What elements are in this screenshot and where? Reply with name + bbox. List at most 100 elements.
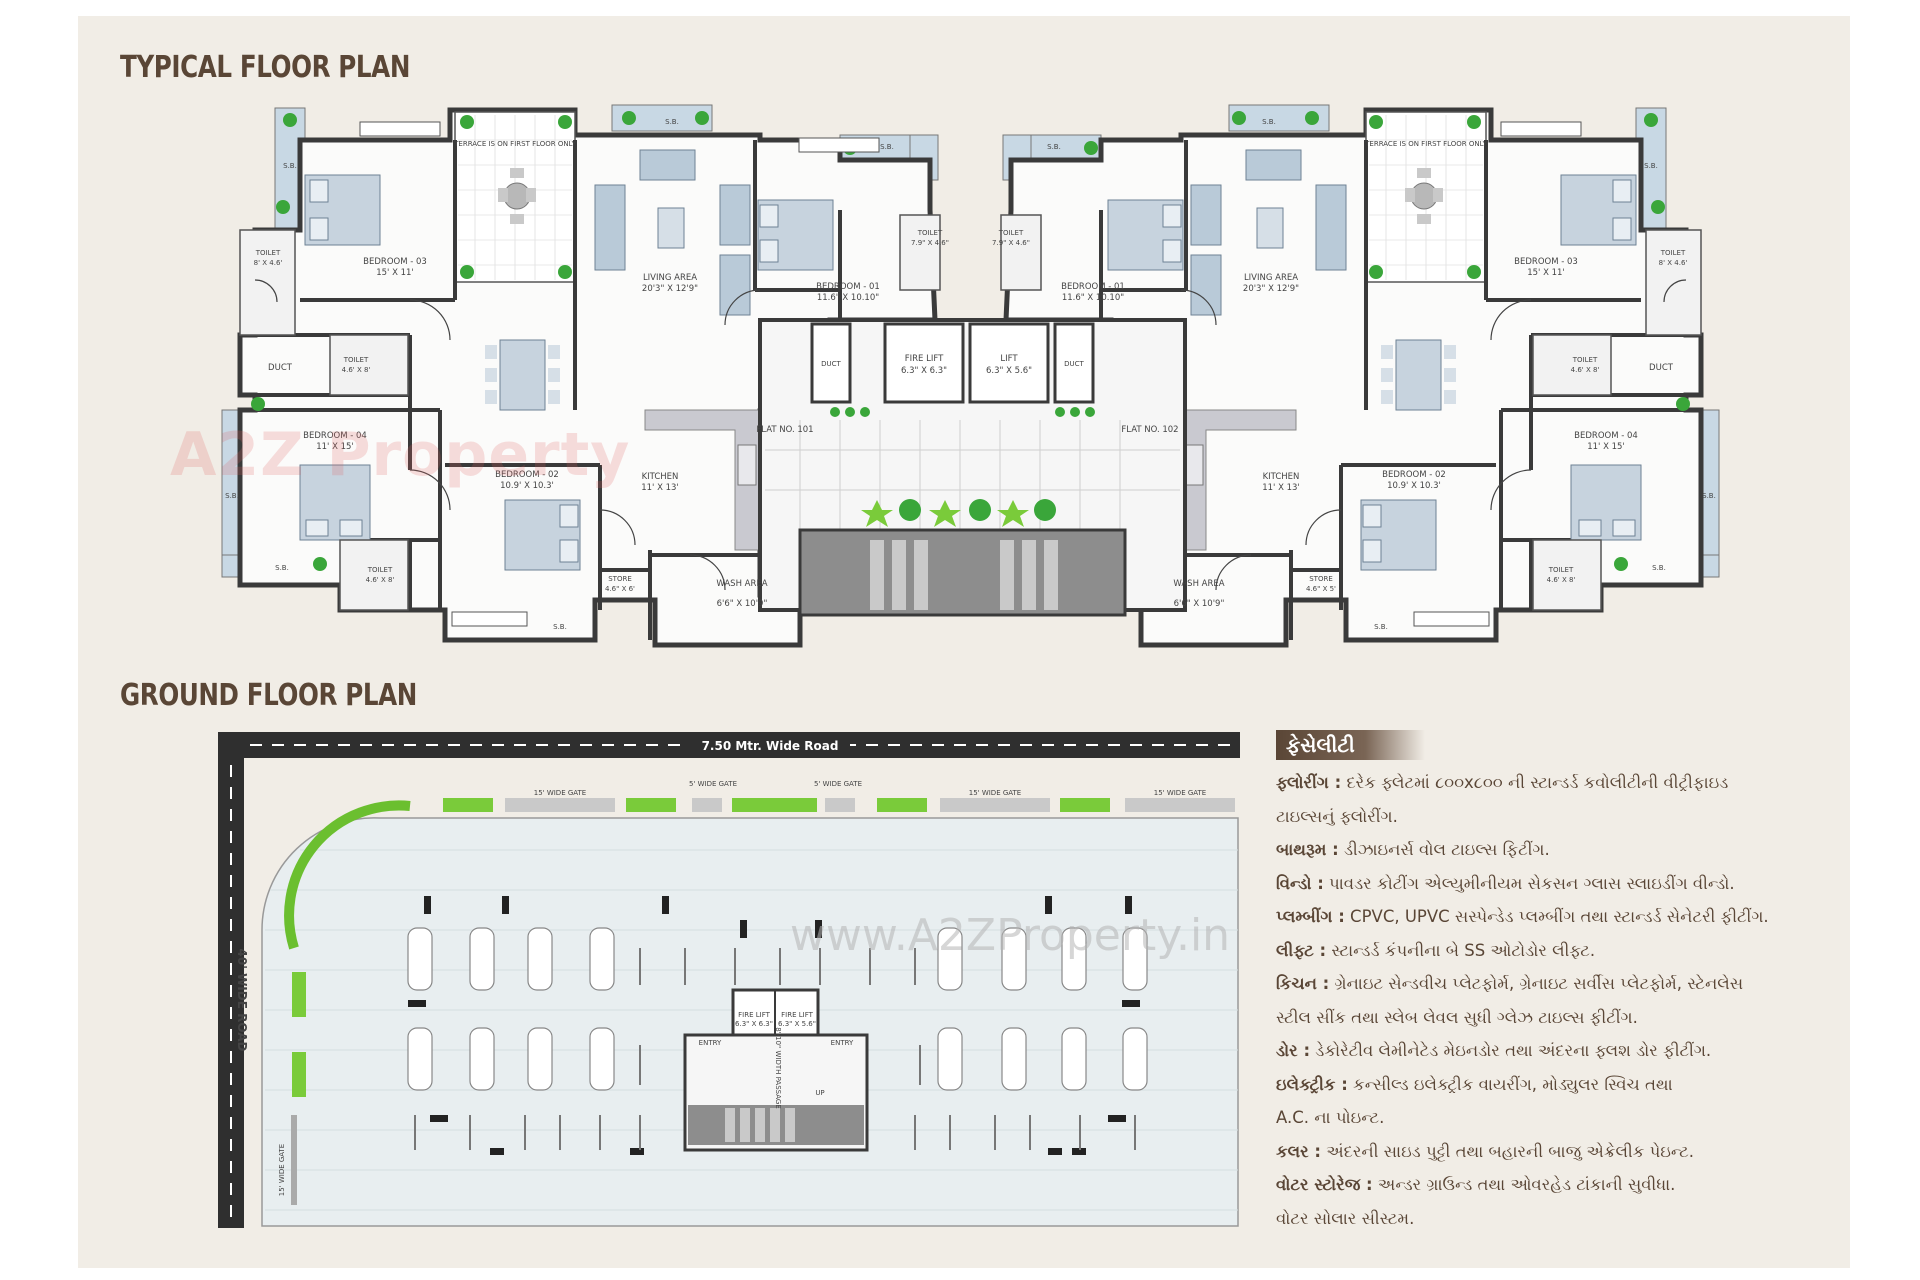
- sb-label: S.B.: [1702, 492, 1716, 500]
- top-road-label: 7.50 Mtr. Wide Road: [702, 739, 839, 753]
- gate-15-label: 15' WIDE GATE: [969, 789, 1021, 797]
- facility-item: ટાઇલ્સનું ફ્લોરીંગ.: [1276, 806, 1398, 826]
- left-store-label: STORE: [608, 575, 632, 583]
- right-kitchen-label: KITCHEN: [1263, 472, 1300, 482]
- left-wash-label: WASH AREA: [716, 579, 767, 589]
- brand-watermark: A2Z Property: [170, 420, 631, 490]
- facility-item: લીફ્ટ : સ્ટાન્ડર્ડ કંપનીના બે SS ઓટોડોર …: [1276, 940, 1596, 960]
- sb-label: S.B.: [1047, 143, 1061, 151]
- core-fire-lift-label: FIRE LIFT: [905, 354, 944, 364]
- right-bedroom-04-label: BEDROOM - 04: [1574, 431, 1638, 441]
- left-bedroom-02-label: BEDROOM - 02: [495, 470, 559, 480]
- sb-label: S.B.: [880, 143, 894, 151]
- right-bedroom-02-size: 10.9' X 10.3': [1387, 481, 1441, 491]
- right-living-size: 20'3" X 12'9": [1243, 284, 1299, 294]
- up-label: UP: [815, 1089, 824, 1097]
- flat-101-label: FLAT NO. 101: [756, 425, 813, 435]
- left-living-size: 20'3" X 12'9": [642, 284, 698, 294]
- left-wash-size: 6'6" X 10'9": [717, 599, 768, 609]
- core-fire-lift-size: 6.3" X 6.3": [901, 366, 947, 376]
- sb-label: S.B.: [225, 492, 239, 500]
- facility-item: ઇલેક્ટ્રીક : કન્સીલ્ડ ઇલેક્ટ્રીક વાયરીંગ…: [1276, 1074, 1673, 1094]
- left-living-label: LIVING AREA: [643, 273, 697, 283]
- left-toilet-1-size: 7.9" X 4.6": [911, 239, 949, 247]
- facility-item: કિચન : ગ્રેનાઇટ સેન્ડવીચ પ્લેટફોર્મ, ગ્ર…: [1276, 974, 1744, 993]
- right-store-size: 4.6" X 5': [1306, 585, 1336, 593]
- core-lift-size: 6.3" X 5.6": [986, 366, 1032, 376]
- entry-right-label: ENTRY: [831, 1039, 854, 1047]
- web-watermark: www.A2ZProperty.in: [790, 910, 1230, 961]
- facility-item: બાથરૂમ : ડીઝાઇનર્સ વોલ ટાઇલ્સ ફિટીંગ.: [1276, 840, 1550, 859]
- right-bedroom-01-label: BEDROOM - 01: [1061, 282, 1125, 292]
- left-toilet-1-label: TOILET: [917, 229, 943, 237]
- core-lift-label: LIFT: [1000, 354, 1018, 364]
- right-toilet-2-label: TOILET: [1660, 249, 1686, 257]
- right-toilet-3-size: 4.6' X 8': [1571, 366, 1600, 374]
- left-kitchen-size: 11' X 13': [641, 483, 679, 493]
- facility-item: ડોર : ડેકોરેટીવ લેમીનેટેડ મેઇનડોર તથા અં…: [1276, 1041, 1712, 1060]
- right-bedroom-01-size: 11.6" X 10.10": [1062, 293, 1124, 303]
- gate-5-label: 5' WIDE GATE: [689, 780, 737, 788]
- ground-fire-lift-1-label: FIRE LIFT: [738, 1011, 770, 1019]
- left-toilet-4-size: 4.6' X 8': [366, 576, 395, 584]
- gate-15-label: 15' WIDE GATE: [1154, 789, 1206, 797]
- facility-item: કલર : અંદરની સાઇડ પુટ્ટી તથા બહારની બાજુ…: [1276, 1141, 1695, 1161]
- left-toilet-2-label: TOILET: [255, 249, 281, 257]
- right-terrace-note: TERRACE IS ON FIRST FLOOR ONLY: [1364, 140, 1487, 148]
- left-bedroom-03-label: BEDROOM - 03: [363, 257, 427, 267]
- left-bedroom-04-size: 11' X 15': [316, 442, 354, 452]
- right-bedroom-03-label: BEDROOM - 03: [1514, 257, 1578, 267]
- left-bedroom-04-label: BEDROOM - 04: [303, 431, 367, 441]
- right-toilet-2-size: 8' X 4.6': [1659, 259, 1688, 267]
- right-toilet-4-label: TOILET: [1548, 566, 1574, 574]
- core-duct-right: DUCT: [1064, 360, 1084, 368]
- facilities-section: ફેસેલીટી ફ્લોરીંગ : દરેક ફ્લેટમાં ૮૦૦x૮૦…: [1276, 730, 1836, 1235]
- facility-item: A.C. ના પોઇન્ટ.: [1276, 1108, 1385, 1127]
- sb-label: S.B.: [665, 118, 679, 126]
- right-bedroom-04-size: 11' X 15': [1587, 442, 1625, 452]
- sb-label: S.B.: [1374, 623, 1388, 631]
- facility-item: સ્ટીલ સીંક તથા સ્લેબ લેવલ સુધી ગ્લેઝ ટાઇ…: [1276, 1007, 1638, 1027]
- facility-item: વોટર સોલાર સીસ્ટમ.: [1276, 1208, 1415, 1228]
- right-duct-label: DUCT: [1649, 363, 1674, 373]
- facility-item: વિન્ડો : પાવડર કોટીંગ એલ્યુમીનીયમ સેકસન …: [1276, 873, 1735, 893]
- facility-item: ફ્લોરીંગ : દરેક ફ્લેટમાં ૮૦૦x૮૦૦ ની સ્ટા…: [1276, 773, 1729, 792]
- sb-label: S.B.: [1644, 162, 1658, 170]
- left-bedroom-01-label: BEDROOM - 01: [816, 282, 880, 292]
- right-toilet-3-label: TOILET: [1572, 356, 1598, 364]
- right-living-label: LIVING AREA: [1244, 273, 1298, 283]
- entry-left-label: ENTRY: [699, 1039, 722, 1047]
- right-kitchen-size: 11' X 13': [1262, 483, 1300, 493]
- left-kitchen-label: KITCHEN: [642, 472, 679, 482]
- ground-fire-lift-2-size: 6.3" X 5.6": [778, 1020, 816, 1028]
- gate-15-label: 15' WIDE GATE: [534, 789, 586, 797]
- sb-label: S.B.: [275, 564, 289, 572]
- left-toilet-2-size: 8' X 4.6': [254, 259, 283, 267]
- core-duct-left: DUCT: [821, 360, 841, 368]
- left-bedroom-01-size: 11.6" X 10.10": [817, 293, 879, 303]
- ground-fire-lift-2-label: FIRE LIFT: [781, 1011, 813, 1019]
- sb-label: S.B.: [1652, 564, 1666, 572]
- right-toilet-1-size: 7.9" X 4.6": [992, 239, 1030, 247]
- right-bedroom-03-size: 15' X 11': [1527, 268, 1565, 278]
- left-bedroom-03-size: 15' X 11': [376, 268, 414, 278]
- right-bedroom-02-label: BEDROOM - 02: [1382, 470, 1446, 480]
- left-toilet-3-size: 4.6' X 8': [342, 366, 371, 374]
- sb-label: S.B.: [283, 162, 297, 170]
- left-store-size: 4.6" X 6': [605, 585, 635, 593]
- ground-fire-lift-1-size: 6.3" X 6.3": [735, 1020, 773, 1028]
- right-wash-size: 6'6" X 10'9": [1174, 599, 1225, 609]
- facility-item: પ્લમ્બીંગ : CPVC, UPVC સસ્પેન્ડેડ પ્લમ્બ…: [1276, 907, 1769, 926]
- side-gate-label: 15' WIDE GATE: [278, 1144, 286, 1196]
- left-bedroom-02-size: 10.9' X 10.3': [500, 481, 554, 491]
- flat-102-label: FLAT NO. 102: [1121, 425, 1178, 435]
- sb-label: S.B.: [553, 623, 567, 631]
- ground-floor-plan-heading: GROUND FLOOR PLAN: [120, 678, 417, 713]
- right-toilet-1-label: TOILET: [998, 229, 1024, 237]
- typical-floor-plan-heading: TYPICAL FLOOR PLAN: [120, 50, 410, 85]
- right-store-label: STORE: [1309, 575, 1333, 583]
- facilities-title: ફેસેલીટી: [1276, 730, 1425, 760]
- left-road-label: 40' WIDE ROAD: [235, 949, 249, 1052]
